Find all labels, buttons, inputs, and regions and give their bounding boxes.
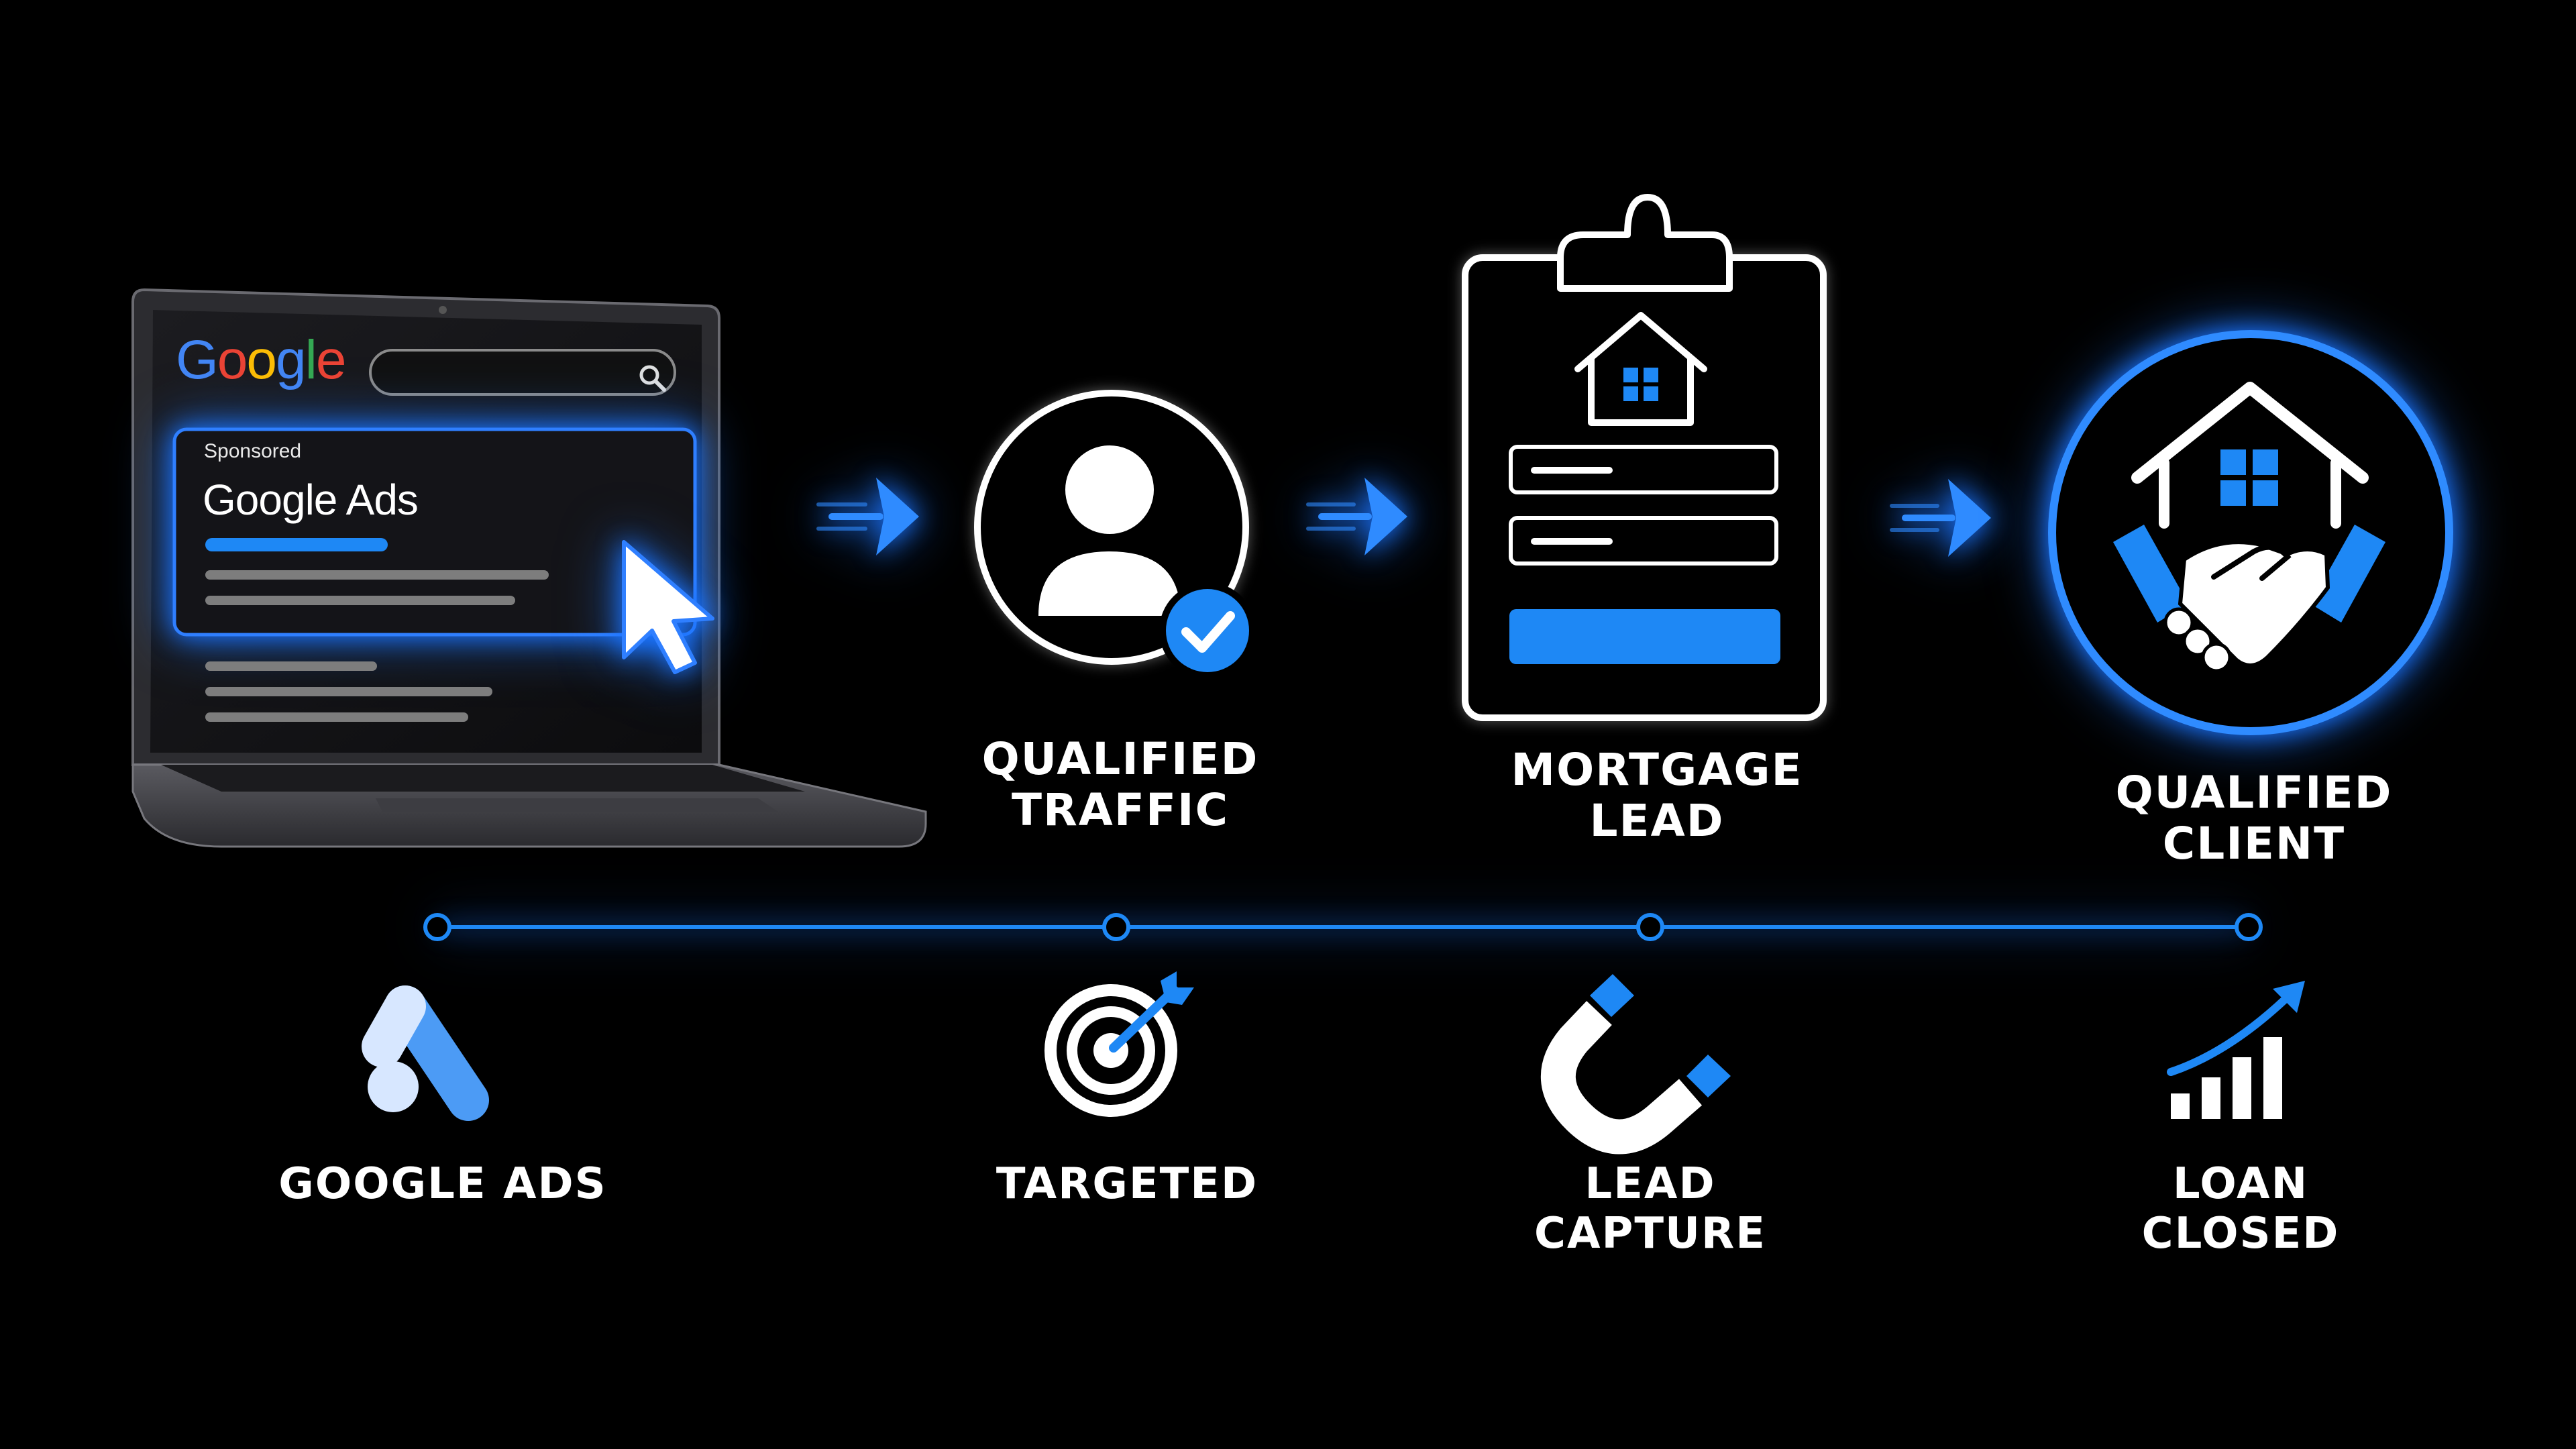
- timeline-label: GOOGLE ADS: [255, 1159, 631, 1209]
- stage-label: QUALIFIED TRAFFIC: [953, 734, 1288, 836]
- search-bar: [369, 349, 676, 396]
- sponsored-badge: Sponsored: [204, 440, 302, 462]
- timeline-node: [1636, 913, 1664, 941]
- timeline-label: LOAN CLOSED: [2066, 1159, 2415, 1258]
- submit-button-shape: [1509, 609, 1780, 664]
- google-logo-letter: g: [276, 329, 307, 390]
- arrow-icon: [816, 478, 919, 555]
- timeline-label-line: LOAN: [2172, 1159, 2309, 1209]
- ad-title: Google Ads: [203, 476, 419, 524]
- google-logo-letter: o: [217, 329, 248, 390]
- form-field: [1509, 445, 1778, 494]
- google-logo: Google: [176, 329, 347, 392]
- target-icon: [1044, 971, 1194, 1117]
- form-field: [1509, 516, 1778, 566]
- google-logo-letter: o: [246, 329, 277, 390]
- google-logo-letter: G: [176, 329, 219, 390]
- stage-label-line: LEAD: [1589, 795, 1725, 847]
- google-ads-icon: [362, 985, 489, 1121]
- growth-chart-icon: [2167, 981, 2305, 1119]
- stage-label-line: QUALIFIED: [981, 733, 1259, 785]
- sponsored-ad-card: [172, 427, 697, 637]
- timeline-label-line: LEAD: [1585, 1159, 1716, 1209]
- stage-label-line: TRAFFIC: [1011, 784, 1230, 836]
- stage-label: MORTGAGE LEAD: [1476, 745, 1838, 847]
- search-icon: [639, 365, 659, 385]
- timeline-label-line: TARGETED: [996, 1159, 1258, 1209]
- stage-label-line: MORTGAGE: [1511, 744, 1803, 796]
- cursor-icon: [622, 540, 714, 674]
- stage-label: QUALIFIED CLIENT: [2066, 767, 2442, 869]
- arrow-icon: [1890, 479, 1991, 557]
- timeline-node: [2235, 913, 2263, 941]
- timeline-label-line: CLOSED: [2141, 1209, 2340, 1258]
- timeline-label: LEAD CAPTURE: [1476, 1159, 1825, 1258]
- timeline-node: [1102, 913, 1130, 941]
- stage-label-line: CLIENT: [2162, 818, 2346, 869]
- house-icon: [1574, 312, 1707, 426]
- timeline-node: [423, 913, 451, 941]
- arrow-icon: [1306, 478, 1407, 555]
- stage-label-line: QUALIFIED: [2115, 767, 2393, 818]
- timeline-label-line: GOOGLE ADS: [278, 1159, 607, 1209]
- google-logo-letter: e: [315, 329, 347, 390]
- google-logo-letter: l: [305, 329, 317, 390]
- timeline-label-line: CAPTURE: [1534, 1209, 1767, 1258]
- timeline-label: TARGETED: [953, 1159, 1301, 1209]
- magnet-icon: [1540, 974, 1731, 1155]
